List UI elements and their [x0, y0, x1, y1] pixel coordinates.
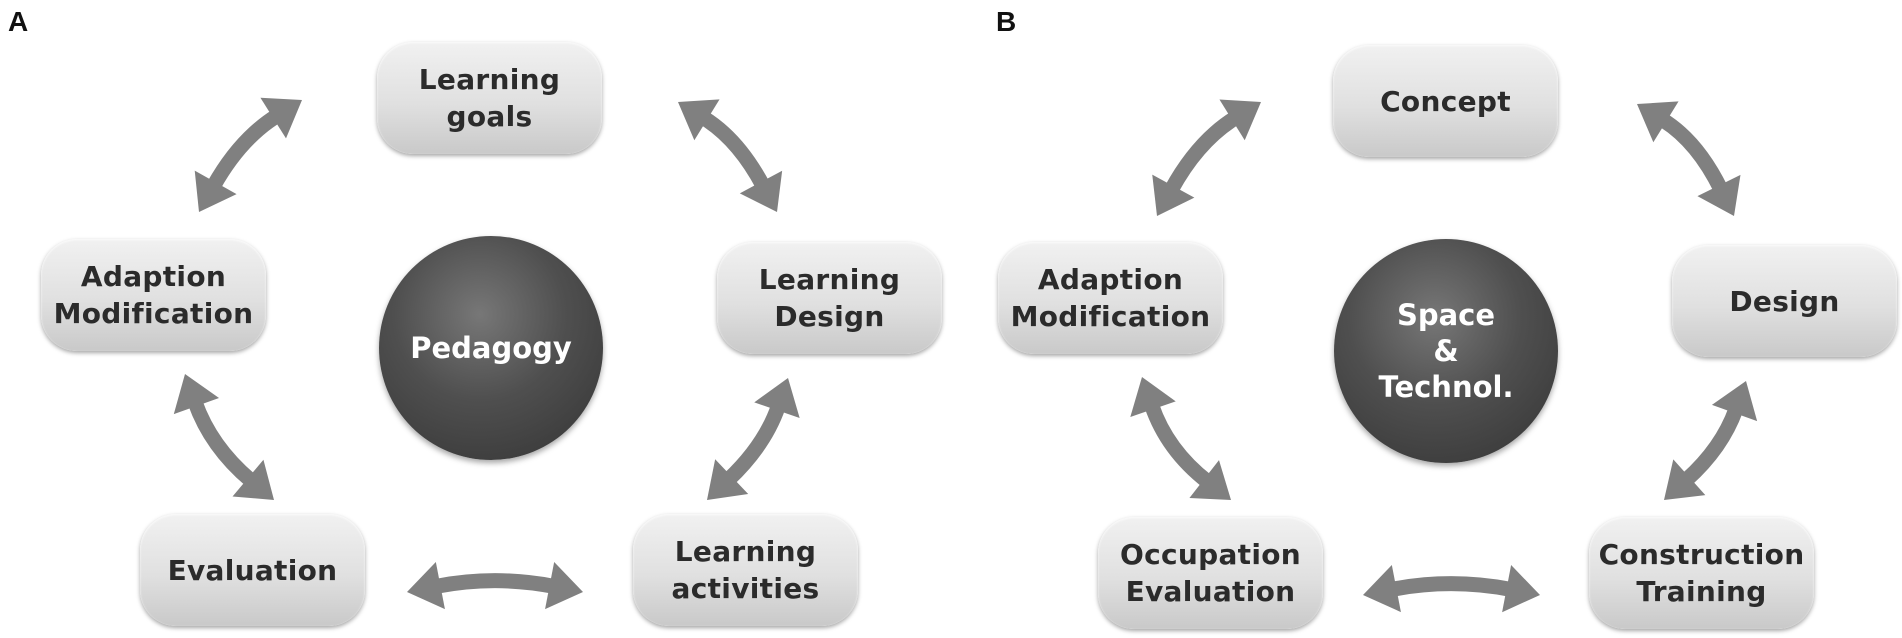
node-label: Concept	[1380, 84, 1511, 118]
arrow-shaft	[699, 111, 770, 190]
node-evaluation: Evaluation	[140, 514, 365, 626]
arrow-shaft	[188, 399, 256, 487]
arrow-head-start	[1711, 381, 1758, 422]
arrow-head-end	[232, 459, 274, 500]
arrow-head-end	[739, 170, 783, 212]
arrow-shaft	[1144, 402, 1213, 488]
arrow-head-end	[1502, 565, 1540, 613]
arrow-a-right-bottom	[707, 378, 800, 500]
node-design: Design	[1672, 245, 1897, 357]
node-construction-training: Construction Training	[1589, 517, 1814, 629]
node-concept: Concept	[1333, 45, 1558, 157]
arrow-head-start	[678, 99, 720, 141]
arrow-a-top-right	[678, 99, 783, 212]
node-label: Adaption Modification	[1010, 263, 1211, 333]
arrow-head-end	[1219, 99, 1261, 141]
arrow-b-left-bottom	[1130, 377, 1231, 500]
node-adaption-modification-a: Adaption Modification	[41, 239, 266, 351]
node-label: Occupation Evaluation	[1119, 538, 1302, 608]
arrow-shaft	[1391, 576, 1512, 597]
arrow-head-end	[260, 97, 302, 139]
node-learning-activities: Learning activities	[633, 514, 858, 626]
arrow-head-end	[707, 459, 749, 500]
arrow-shaft	[1164, 111, 1240, 194]
arrow-shaft	[1658, 113, 1728, 193]
arrow-b-bottom	[1363, 564, 1540, 613]
node-occupation-evaluation: Occupation Evaluation	[1098, 517, 1323, 629]
arrow-head-start	[1363, 564, 1401, 613]
arrow-a-left-bottom	[173, 374, 274, 500]
node-label: Evaluation	[167, 553, 338, 587]
hub-label: Space & Technol.	[1378, 298, 1514, 404]
arrow-a-left-top	[194, 97, 302, 212]
arrow-head-end	[1697, 174, 1741, 216]
node-learning-design: Learning Design	[717, 242, 942, 354]
arrow-shaft	[1681, 406, 1743, 486]
node-learning-goals: Learning goals	[377, 42, 602, 154]
arrow-head-end	[1664, 459, 1706, 500]
node-label: Learning activities	[671, 535, 820, 605]
arrow-head-start	[1637, 101, 1679, 143]
node-label: Construction Training	[1598, 538, 1805, 608]
hub-label: Pedagogy	[410, 331, 572, 365]
arrow-head-start	[194, 170, 237, 212]
arrow-head-end	[545, 561, 583, 610]
arrow-head-start	[407, 561, 445, 610]
arrow-b-top-right	[1637, 101, 1741, 216]
arrow-b-right-bottom	[1664, 381, 1758, 500]
arrow-head-start	[754, 378, 800, 418]
hub-space-technol: Space & Technol.	[1334, 239, 1558, 463]
panel-b-letter: B	[996, 6, 1017, 37]
arrow-head-start	[1130, 377, 1176, 417]
arrow-shaft	[435, 573, 555, 594]
node-label: Learning goals	[418, 63, 561, 133]
arrow-head-start	[1152, 174, 1195, 216]
arrow-head-end	[1189, 460, 1231, 500]
node-label: Learning Design	[758, 263, 901, 333]
node-label: Adaption Modification	[53, 260, 254, 330]
node-label: Design	[1729, 284, 1840, 318]
hub-pedagogy: Pedagogy	[379, 236, 603, 460]
arrow-b-left-top	[1152, 99, 1261, 216]
panel-a-letter: A	[8, 6, 29, 37]
arrow-a-bottom	[407, 561, 583, 610]
node-adaption-modification-b: Adaption Modification	[998, 242, 1223, 354]
arrow-head-start	[173, 374, 220, 415]
arrow-shaft	[723, 403, 786, 485]
arrow-shaft	[207, 109, 281, 190]
